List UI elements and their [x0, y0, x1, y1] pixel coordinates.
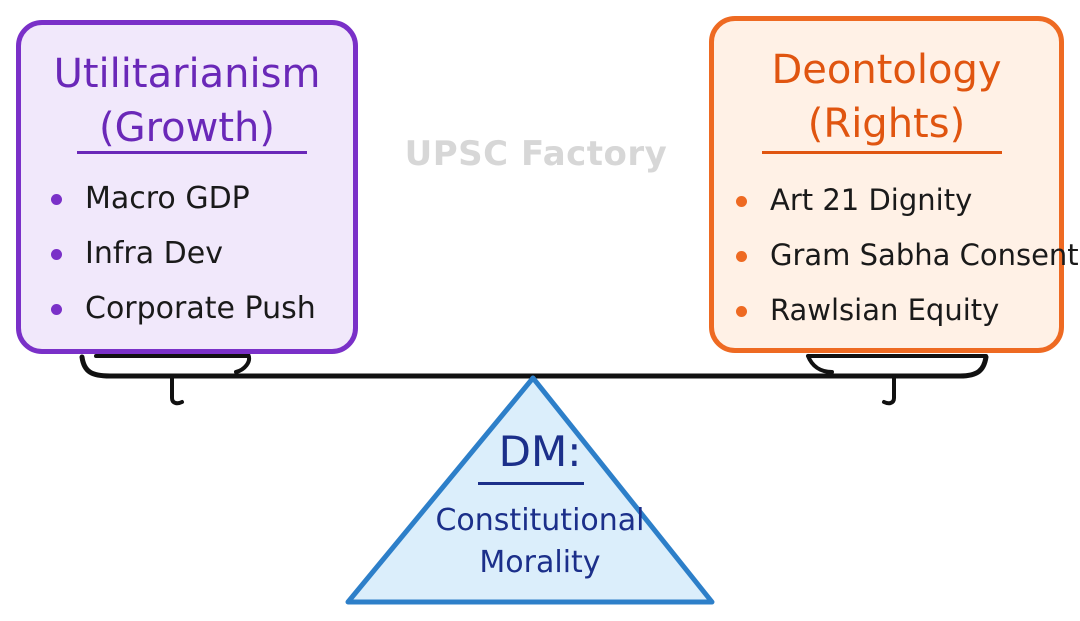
utilitarianism-panel: Utilitarianism (Growth) Macro GDP Infra …	[16, 20, 358, 354]
left-hook	[170, 375, 184, 406]
utilitarianism-divider	[77, 151, 307, 154]
utilitarianism-list: Macro GDP Infra Dev Corporate Push	[51, 171, 316, 336]
bullet-dot-icon	[51, 194, 62, 205]
scale-beam	[79, 354, 989, 379]
bullet-dot-icon	[736, 306, 747, 317]
list-item: Art 21 Dignity	[736, 173, 1079, 228]
deontology-title-line2: (Rights)	[807, 101, 966, 147]
utilitarianism-title: Utilitarianism (Growth)	[21, 47, 353, 155]
list-item: Gram Sabha Consent	[736, 228, 1079, 283]
fulcrum-title: DM:	[498, 427, 582, 476]
fulcrum-triangle	[345, 375, 715, 605]
deontology-panel: Deontology (Rights) Art 21 Dignity Gram …	[709, 16, 1079, 353]
deontology-divider	[762, 151, 1002, 154]
watermark: UPSC Factory	[404, 134, 668, 174]
list-item: Corporate Push	[51, 281, 316, 336]
fulcrum-subtitle-line1: Constitutional	[435, 503, 645, 538]
right-hook	[882, 375, 896, 406]
utilitarianism-title-line2: (Growth)	[99, 105, 275, 151]
fulcrum-subtitle-line2: Morality	[479, 545, 601, 580]
fulcrum-subtitle: Constitutional Morality	[400, 500, 680, 584]
right-pan-bracket	[806, 354, 988, 374]
bullet-dot-icon	[51, 304, 62, 315]
list-item: Infra Dev	[51, 226, 316, 281]
list-item: Rawlsian Equity	[736, 283, 1079, 338]
fulcrum-divider	[478, 482, 584, 485]
bullet-dot-icon	[51, 249, 62, 260]
bullet-dot-icon	[736, 196, 747, 207]
left-pan-bracket	[94, 352, 251, 374]
deontology-title: Deontology (Rights)	[714, 43, 1059, 151]
bullet-dot-icon	[736, 251, 747, 262]
deontology-list: Art 21 Dignity Gram Sabha Consent Rawlsi…	[736, 173, 1079, 338]
utilitarianism-title-line1: Utilitarianism	[53, 51, 321, 97]
list-item: Macro GDP	[51, 171, 316, 226]
deontology-title-line1: Deontology	[771, 47, 1002, 93]
